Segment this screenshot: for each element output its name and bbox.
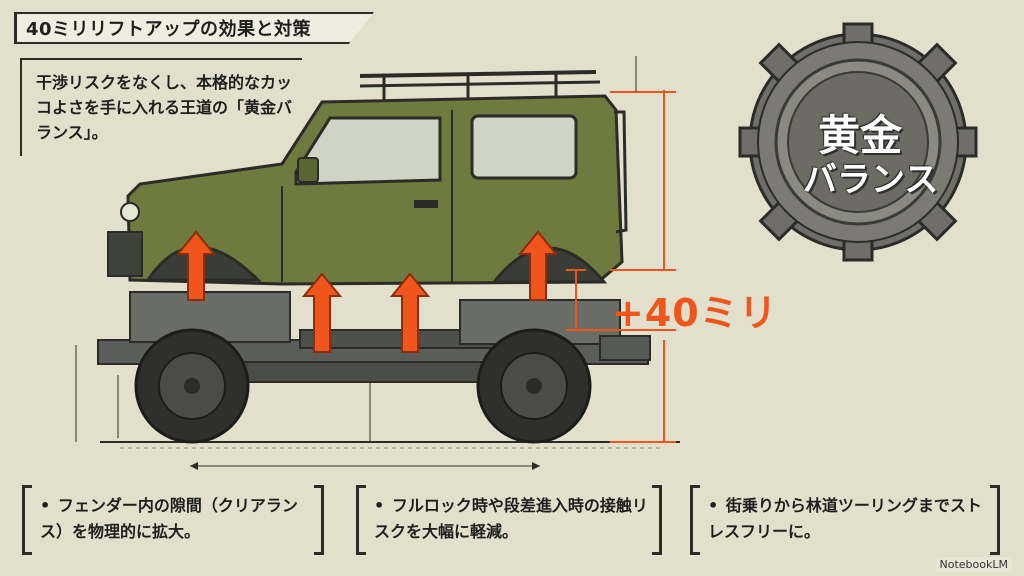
benefit-text: フェンダー内の隙間（クリアランス）を物理的に拡大。: [40, 496, 298, 541]
bullet: •: [708, 496, 719, 515]
benefit-card-stress-free: • 街乗りから林道ツーリングまでストレスフリーに。: [690, 485, 1000, 555]
benefit-text: フルロック時や段差進入時の接触リスクを大幅に軽減。: [374, 496, 648, 541]
benefit-card-contact-risk: • フルロック時や段差進入時の接触リスクを大幅に軽減。: [356, 485, 662, 555]
badge-text-line2: バランス: [803, 160, 939, 200]
page-title: 40ミリリフトアップの効果と対策: [26, 19, 312, 40]
benefit-text: 街乗りから林道ツーリングまでストレスフリーに。: [708, 496, 982, 541]
intro-frame: [20, 58, 302, 156]
rear-wheel: [476, 328, 592, 444]
benefit-card-clearance: • フェンダー内の隙間（クリアランス）を物理的に拡大。: [22, 485, 324, 555]
golden-balance-badge: [738, 22, 978, 262]
badge-text-line1: 黄金: [818, 111, 903, 160]
bullet: •: [40, 496, 51, 515]
lift-amount-label: +40ミリ: [612, 291, 778, 335]
gear-icon: [738, 22, 978, 262]
front-wheel: [134, 328, 250, 444]
intro-text: 干渉リスクをなくし、本格的なカッコよさを手に入れる王道の「黄金バランス」。: [36, 73, 293, 142]
bullet: •: [374, 496, 385, 515]
lift-arrows: [175, 230, 559, 353]
watermark: NotebookLM: [935, 557, 1012, 572]
title-tab: [14, 12, 374, 44]
lift-dimension: [566, 90, 676, 443]
